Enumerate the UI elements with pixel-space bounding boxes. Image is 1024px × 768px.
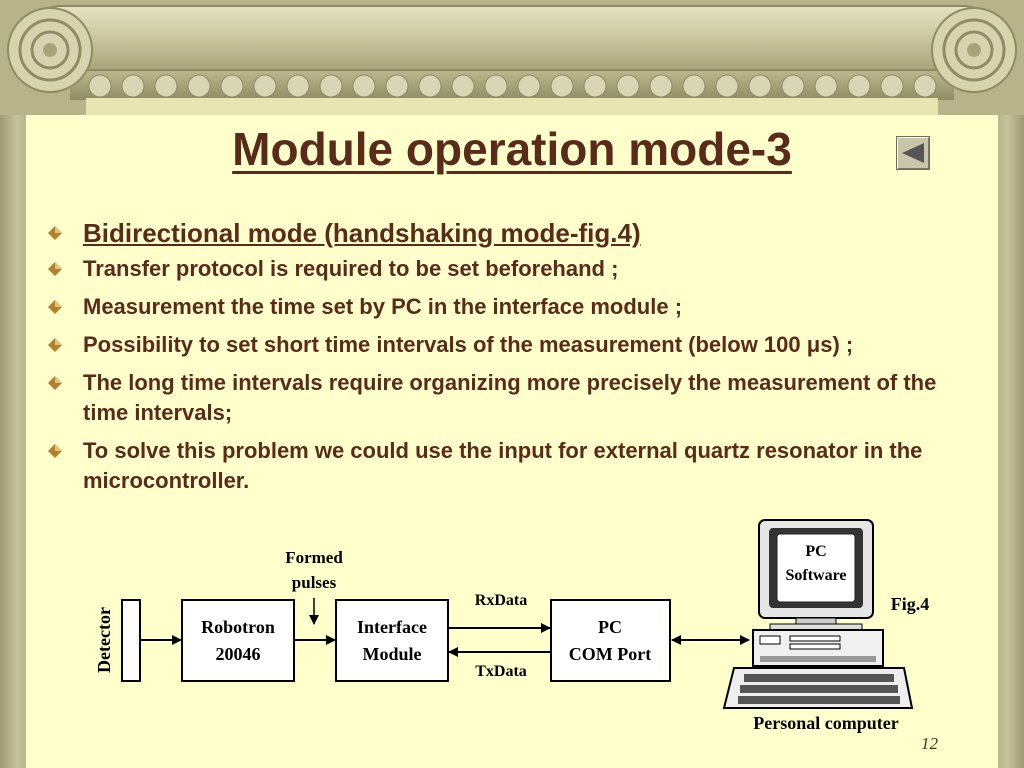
formed-pulses-line1: Formed — [285, 548, 343, 567]
block-diagram: Detector Robotron 20046 Formed pulses In… — [94, 519, 930, 733]
diamond-bullet-icon — [48, 444, 62, 458]
bullet-text: Possibility to set short time intervals … — [83, 332, 854, 357]
interface-module-box — [335, 599, 449, 682]
diamond-bullet-icon — [48, 338, 62, 352]
bullet-item: Bidirectional mode (handshaking mode-fig… — [48, 218, 958, 248]
robotron-box — [181, 599, 295, 682]
previous-slide-button[interactable] — [896, 136, 930, 170]
rxdata-label: RxData — [475, 592, 527, 609]
figure-label: Fig.4 — [891, 594, 930, 614]
pc-com-label-line1: PC — [598, 617, 622, 637]
column-capital-decoration — [0, 0, 1024, 115]
detector-label: Detector — [94, 607, 114, 673]
pc-com-port-box — [550, 599, 671, 682]
bullet-text: Transfer protocol is required to be set … — [83, 256, 619, 281]
right-column — [996, 0, 1024, 768]
bullet-text: Measurement the time set by PC in the in… — [83, 294, 683, 319]
page-number: 12 — [921, 734, 938, 753]
diamond-bullet-icon — [48, 300, 62, 314]
screen-label-line2: Software — [785, 567, 846, 584]
bullet-item: The long time intervals require organizi… — [48, 368, 958, 428]
bullet-item: Possibility to set short time intervals … — [48, 330, 958, 360]
diamond-bullet-icon — [48, 376, 62, 390]
interface-label-line1: Interface — [357, 617, 427, 637]
pc-com-label-line2: COM Port — [569, 644, 651, 664]
slide-title: Module operation mode-3 — [232, 123, 792, 175]
personal-computer-label: Personal computer — [753, 713, 898, 733]
robotron-label-line2: 20046 — [216, 644, 261, 664]
bullet-item: Measurement the time set by PC in the in… — [48, 292, 958, 322]
bullet-text: To solve this problem we could use the i… — [83, 438, 923, 493]
interface-label-line2: Module — [362, 644, 421, 664]
screen-label-line1: PC — [805, 543, 826, 560]
txdata-label: TxData — [475, 663, 527, 680]
bullet-item: Transfer protocol is required to be set … — [48, 254, 958, 284]
formed-pulses-line2: pulses — [292, 573, 337, 592]
bullet-text: The long time intervals require organizi… — [83, 370, 937, 425]
robotron-label-line1: Robotron — [201, 617, 275, 637]
left-column — [0, 0, 28, 768]
diamond-bullet-icon — [48, 262, 62, 276]
triangle-left-icon — [902, 143, 924, 163]
bullet-text: Bidirectional mode (handshaking mode-fig… — [83, 218, 641, 248]
personal-computer-illustration — [722, 519, 914, 709]
diamond-bullet-icon — [48, 226, 62, 240]
bullet-item: To solve this problem we could use the i… — [48, 436, 958, 496]
detector-box — [121, 599, 141, 682]
bullet-list: Bidirectional mode (handshaking mode-fig… — [48, 218, 958, 504]
